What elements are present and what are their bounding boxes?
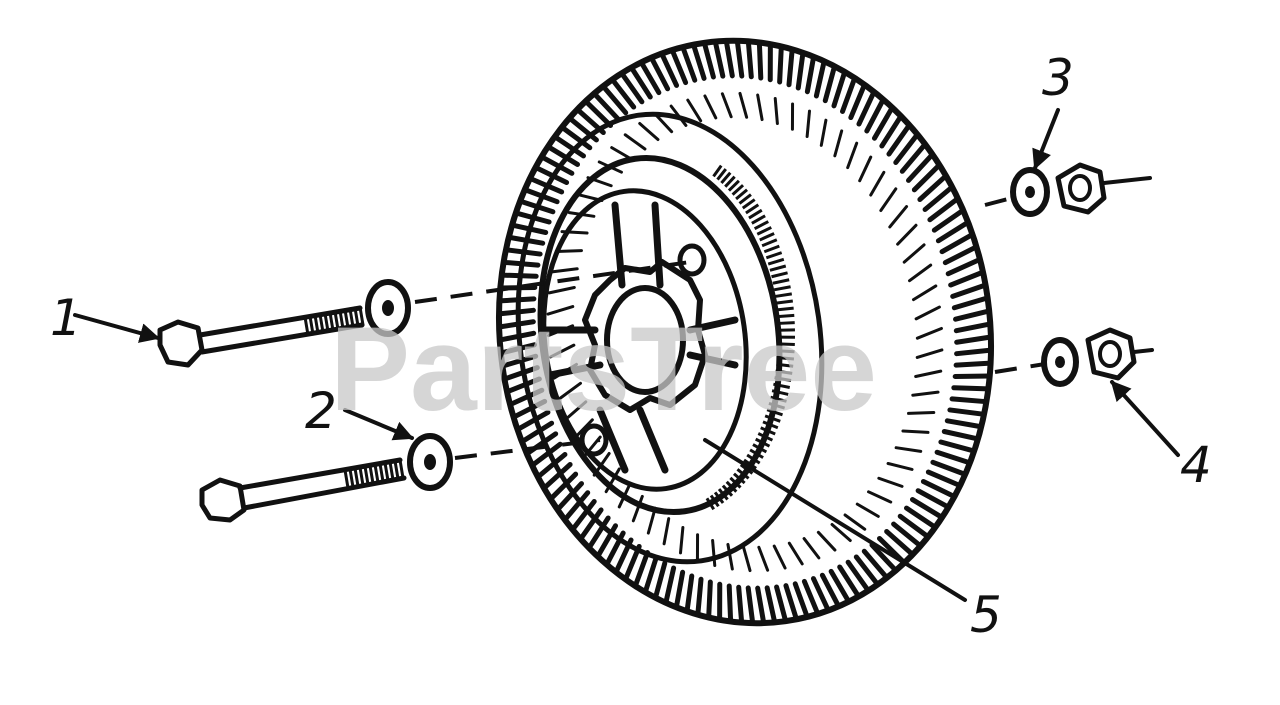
assembly-centerlines [414,176,1154,460]
rim-inner [541,188,749,492]
watermark-logo: PartsTree [330,302,877,436]
lower-bolt [199,457,407,523]
callout-2: 2 [305,382,337,440]
leader-2 [343,408,414,441]
callout-1: 1 [50,289,82,347]
upper-right-washer [1010,167,1050,217]
tire-sidewall [515,111,825,565]
leader-3 [1032,108,1060,170]
rim-bolt-hole-bottom [579,423,609,457]
upper-bolt [157,305,365,368]
callout-4: 4 [1180,436,1212,494]
lower-washer [407,433,453,491]
upper-right-nut [1055,162,1107,215]
rim-bolt-hole-top [677,243,707,277]
rim-barrel [705,164,796,511]
leader-4 [1110,380,1180,457]
callout-5: 5 [970,586,1002,644]
leader-5 [703,438,967,602]
upper-washer [365,279,411,337]
lower-right-washer [1041,337,1079,387]
wheel-assembly [496,37,994,627]
hub-bore [604,285,686,395]
leader-lines [73,108,1180,602]
lower-right-nut [1085,327,1137,381]
hub-plate [582,259,708,413]
leader-1 [73,313,160,343]
callout-3: 3 [1042,49,1074,107]
callout-numbers: 1 2 3 4 5 [50,49,1212,644]
